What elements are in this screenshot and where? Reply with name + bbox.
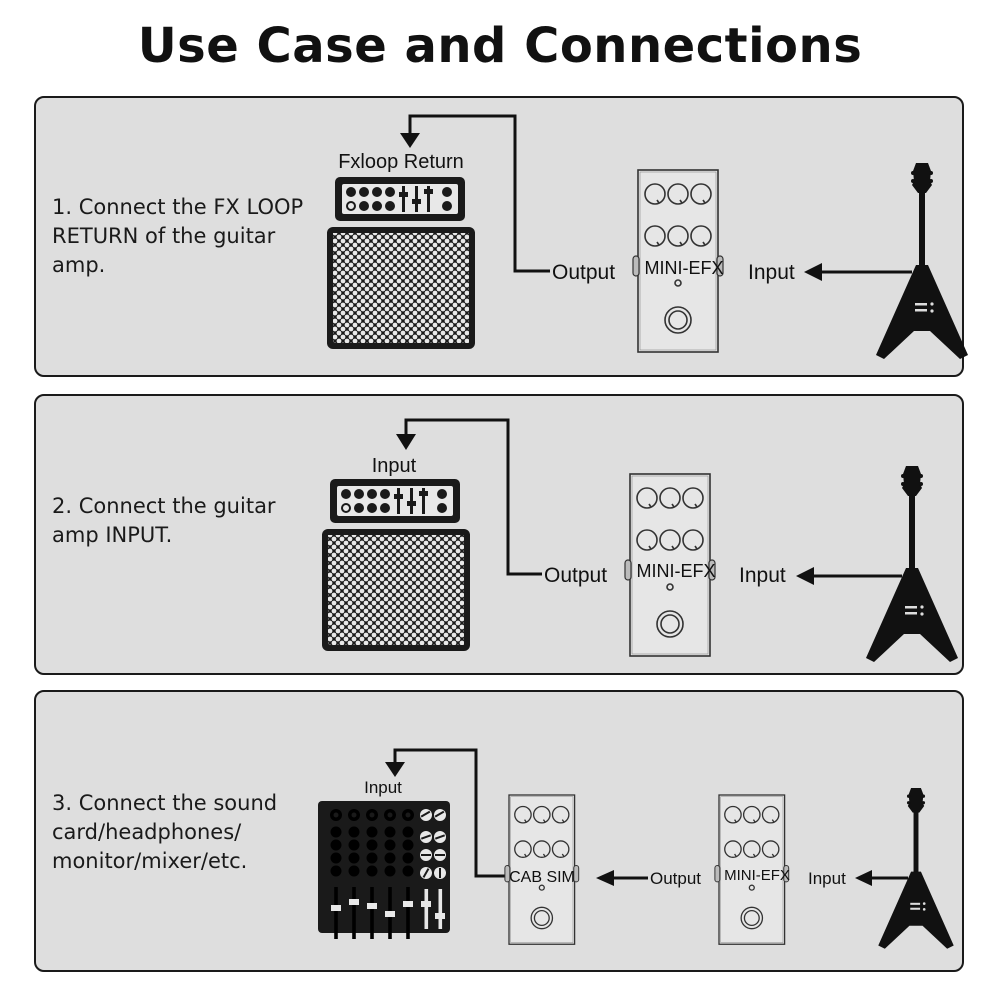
step-3-destination-label: Input [364, 778, 402, 797]
step-1-panel: 1. Connect the FX LOOP RETURN of the gui… [34, 96, 964, 377]
step-2-output-label: Output [544, 564, 607, 587]
step-1-output-label: Output [552, 261, 615, 284]
step-3-output-label: Output [650, 869, 701, 888]
step-3-pedal-2-name: MINI-EFX [724, 867, 790, 884]
arrow-down-icon [385, 762, 405, 777]
step-1-description: 1. Connect the FX LOOP RETURN of the gui… [52, 195, 304, 277]
step-1-output-cable [408, 114, 550, 273]
step-1-destination-label: Fxloop Return [338, 151, 464, 173]
arrow-left-icon [796, 567, 814, 585]
step-3-input-label: Input [808, 869, 846, 888]
arrow-left-icon [804, 263, 822, 281]
step-1-pedal-name: MINI-EFX [645, 258, 724, 278]
step-2-destination-label: Input [372, 455, 417, 477]
guitar-amp-icon [321, 478, 471, 652]
arrow-down-icon [396, 434, 416, 450]
step-2-panel: 2. Connect the guitar amp INPUT. [34, 394, 964, 675]
step-2-output-cable [404, 418, 542, 576]
step-2-description: 2. Connect the guitar amp INPUT. [52, 494, 276, 547]
arrow-left-icon [855, 870, 872, 886]
step-2-pedal-name: MINI-EFX [637, 561, 716, 581]
step-2-diagram: Input Output MINI-EFX Input [321, 418, 958, 662]
step-3-panel: 3. Connect the sound card/headphones/ mo… [34, 690, 964, 972]
step-3-pedal-1-name: CAB SIM [509, 869, 575, 886]
guitar-icon [876, 163, 968, 359]
guitar-amp-icon [326, 176, 476, 350]
page-title: Use Case and Connections [137, 18, 863, 74]
step-2-input-label: Input [739, 564, 786, 587]
arrow-left-icon [596, 870, 614, 886]
step-1-diagram: Fxloop Return Output MINI-EFX Input [326, 114, 968, 359]
step-3-diagram: Input CAB SIM Output MINI-EFX Input [318, 748, 954, 949]
arrow-down-icon [400, 133, 420, 148]
step-1-input-label: Input [748, 261, 795, 284]
step-3-output-cable [393, 748, 508, 878]
guitar-icon [866, 466, 958, 662]
guitar-icon [878, 788, 954, 949]
step-3-description: 3. Connect the sound card/headphones/ mo… [52, 791, 278, 873]
mixer-icon [318, 801, 450, 939]
